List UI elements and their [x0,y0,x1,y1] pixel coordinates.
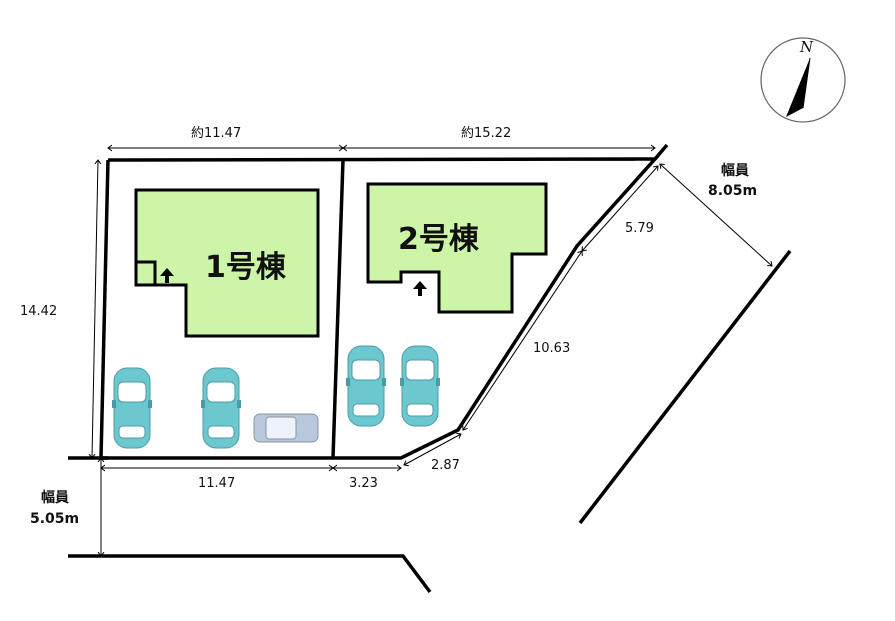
dimension-lines [92,148,772,556]
car-icon [399,345,441,427]
dim-bottom-corner: 2.87 [431,458,460,473]
dim-bottom-left: 11.47 [198,476,235,491]
lot-divider [331,159,345,459]
road-width-label: 幅員 [721,162,749,179]
dim-left: 14.42 [20,304,57,319]
car-icon [345,345,387,427]
building-1: 1号棟 [134,188,320,338]
car-icon [111,367,153,449]
east-road-edge [578,249,792,525]
road-width-value: 5.05m [30,511,79,527]
dim-bottom-mid: 3.23 [349,476,378,491]
north-compass: N [760,37,846,123]
car-icon [200,367,242,449]
dim-diag-long: 10.63 [533,341,570,356]
dimension-labels: 約11.47 約15.22 14.42 11.47 3.23 2.87 10.6… [20,126,654,491]
building-2-label: 2号棟 [398,222,480,257]
dim-diag-short: 5.79 [625,221,654,236]
dim-top-left: 約11.47 [191,126,241,141]
car-icon [253,413,319,443]
building-2: 2号棟 [366,182,548,314]
entrance-arrow-icon [413,281,427,296]
road-width-label: 幅員 [41,489,69,506]
east-road-label: 幅員 8.05m [708,162,757,199]
road-width-value: 8.05m [708,183,757,199]
dim-top-right: 約15.22 [461,126,511,141]
building-1-label: 1号棟 [205,250,287,285]
south-road-edge [68,554,432,594]
compass-label: N [799,38,814,56]
south-road-label: 幅員 5.05m [30,489,79,527]
entrance-arrow-icon [160,268,174,283]
north-arrow-icon [786,58,810,117]
parking-cars [111,345,441,449]
